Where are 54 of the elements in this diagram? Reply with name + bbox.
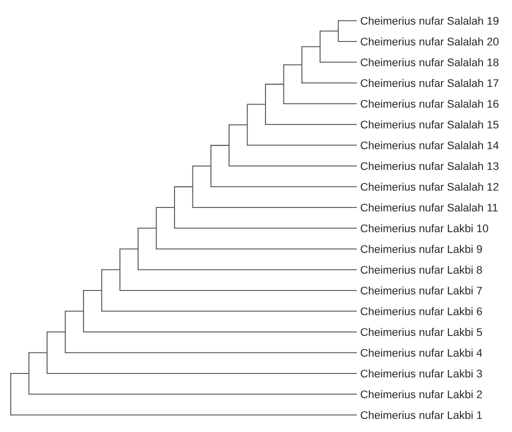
- branch-line: [10, 373, 30, 374]
- branch-line: [210, 186, 358, 188]
- branch-line: [174, 228, 358, 229]
- taxon-label: Cheimerius nufar Lakbi 1: [360, 410, 482, 419]
- taxon-label: Cheimerius nufar Salalah 11: [360, 203, 498, 212]
- taxon-label: Cheimerius nufar Lakbi 4: [360, 348, 482, 357]
- branch-line: [210, 144, 230, 146]
- branch-line: [46, 373, 358, 374]
- branch-line: [246, 104, 266, 105]
- branch-line: [265, 84, 284, 85]
- branch-line: [301, 82, 358, 84]
- taxon-label: Cheimerius nufar Salalah 16: [360, 100, 498, 108]
- taxon-label: Cheimerius nufar Salalah 19: [360, 16, 498, 25]
- branch-line: [28, 352, 48, 354]
- taxon-label: Cheimerius nufar Salalah 14: [360, 141, 499, 150]
- branch-line: [156, 248, 358, 250]
- branch-line: [320, 30, 339, 32]
- branch-line: [101, 310, 358, 312]
- branch-line: [138, 269, 358, 270]
- taxon-label: Cheimerius nufar Lakbi 5: [360, 328, 482, 336]
- taxon-label: Cheimerius nufar Salalah 18: [360, 58, 498, 66]
- branch-line: [283, 64, 302, 66]
- branch-line: [64, 352, 358, 354]
- taxon-label: Cheimerius nufar Lakbi 6: [360, 307, 482, 316]
- branch-line: [320, 62, 358, 63]
- branch-line: [119, 290, 358, 291]
- taxon-label: Cheimerius nufar Salalah 20: [360, 37, 499, 46]
- branch-line: [338, 20, 358, 22]
- branch-line: [83, 290, 102, 291]
- taxon-label: Cheimerius nufar Salalah 12: [360, 182, 498, 191]
- branch-line: [138, 228, 157, 229]
- taxon-label: Cheimerius nufar Salalah 15: [360, 120, 498, 128]
- branch-line: [283, 103, 358, 104]
- taxon-label: Cheimerius nufar Salalah 17: [360, 78, 498, 87]
- taxon-label: Cheimerius nufar Lakbi 8: [360, 266, 482, 274]
- taxon-label: Cheimerius nufar Lakbi 10: [360, 224, 488, 232]
- branch-line: [28, 394, 358, 395]
- taxon-label: Cheimerius nufar Lakbi 9: [360, 244, 482, 253]
- taxon-label: Cheimerius nufar Lakbi 7: [360, 286, 482, 294]
- taxon-label: Cheimerius nufar Lakbi 2: [360, 390, 482, 398]
- branch-line: [265, 124, 358, 125]
- branch-line: [338, 41, 358, 42]
- branch-line: [119, 248, 139, 250]
- taxon-label: Cheimerius nufar Lakbi 3: [360, 369, 482, 378]
- branch-line: [156, 207, 175, 208]
- branch-line: [192, 207, 358, 208]
- branch-line: [301, 46, 321, 48]
- branch-line: [174, 186, 194, 188]
- taxon-label: Cheimerius nufar Salalah 13: [360, 162, 498, 170]
- branch-line: [246, 144, 358, 146]
- branch-line: [228, 124, 248, 126]
- branch-line: [101, 269, 120, 270]
- branch-line: [10, 414, 358, 416]
- branch-line: [64, 310, 84, 312]
